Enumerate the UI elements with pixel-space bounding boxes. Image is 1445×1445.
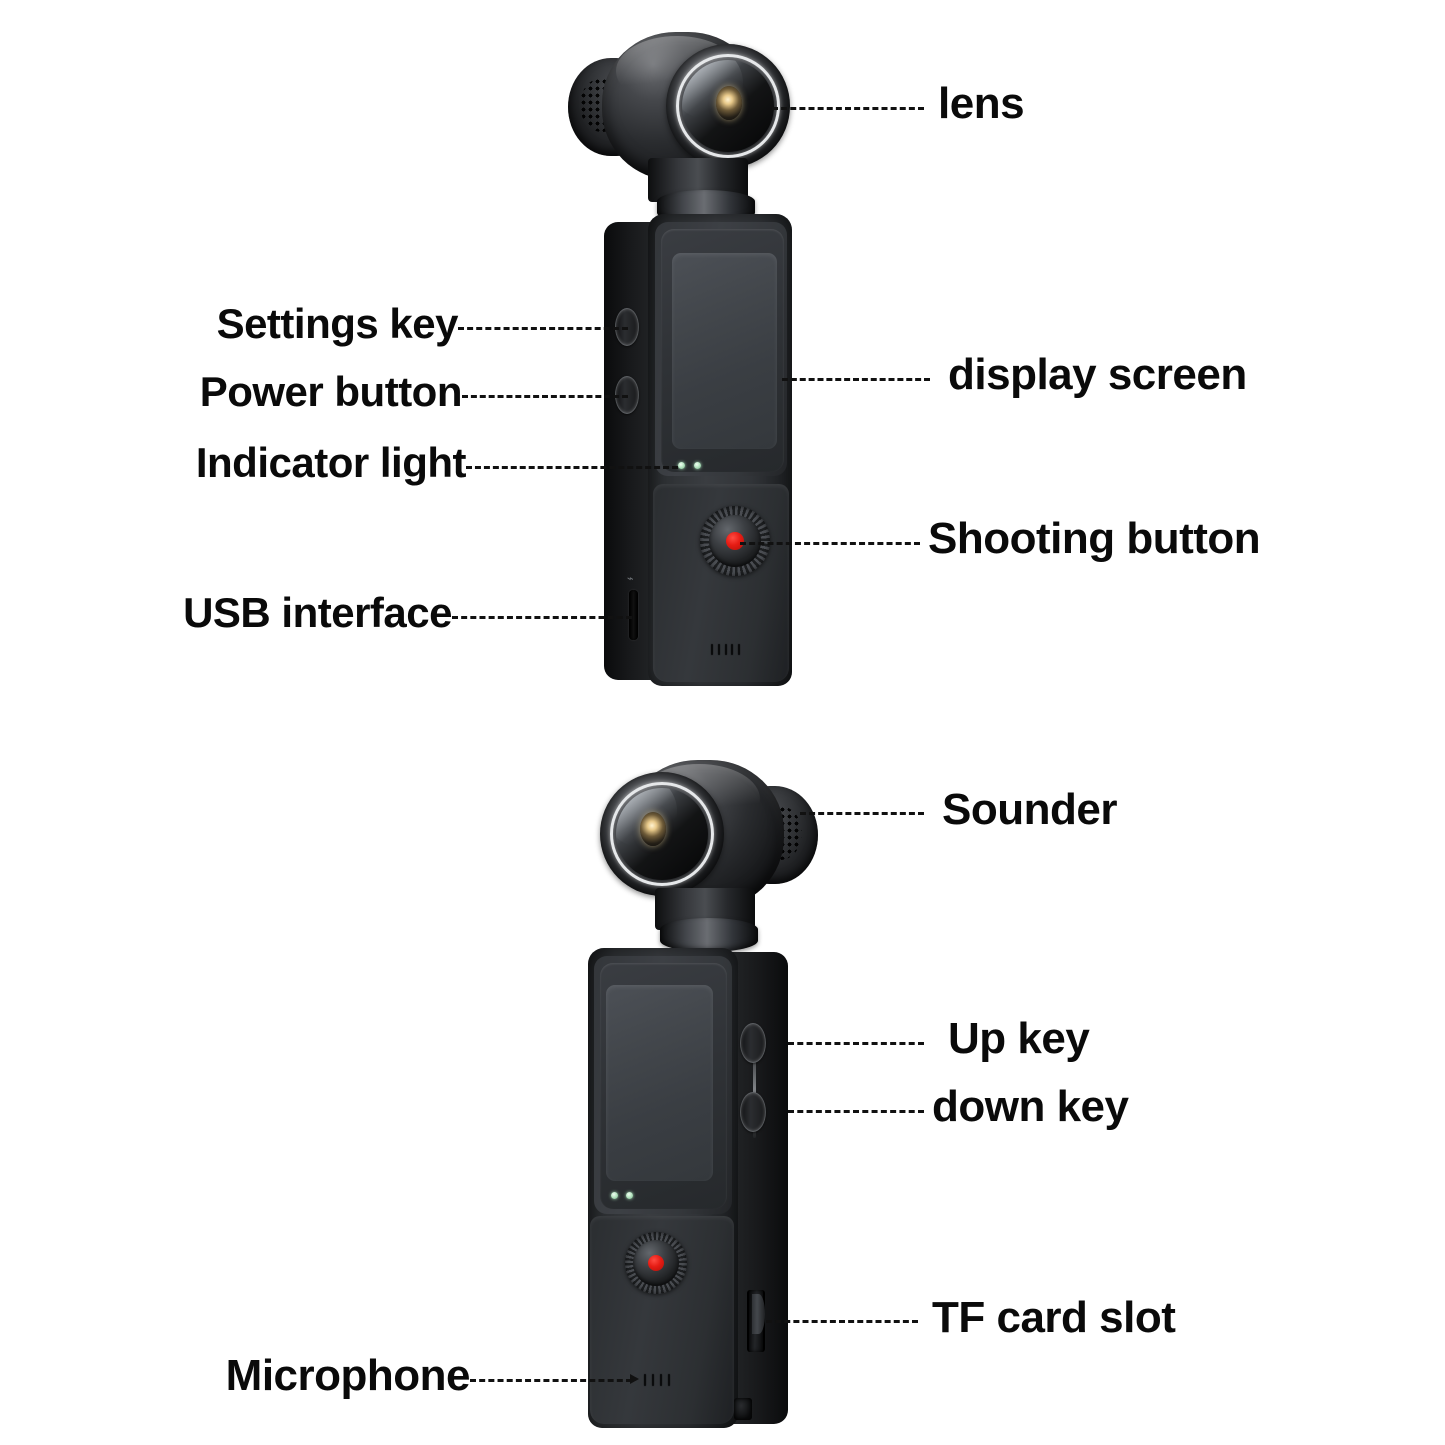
lens-aperture-rear — [640, 812, 666, 846]
indicator-light-rear-1 — [611, 1192, 618, 1199]
indicator-light-2 — [694, 462, 701, 469]
shooting-button[interactable] — [700, 506, 770, 576]
shooting-button-inner-rear — [633, 1240, 679, 1286]
record-dot-icon — [726, 532, 744, 550]
microphone-pointer-arrow-icon — [630, 1374, 639, 1384]
usb-interface[interactable] — [629, 590, 638, 640]
leader-indicator-light — [466, 466, 678, 469]
leader-tf-card-slot — [766, 1320, 918, 1323]
lens-trim-ring-rear — [610, 782, 714, 886]
lens-barrel-rear — [600, 772, 724, 896]
leader-settings-key — [458, 327, 628, 330]
leader-down-key — [788, 1110, 924, 1113]
lens-glass-rear — [616, 788, 708, 880]
label-microphone: Microphone — [225, 1351, 471, 1400]
lens-aperture — [716, 86, 742, 120]
leader-power-button — [462, 395, 628, 398]
indicator-light-rear-2 — [626, 1192, 633, 1199]
label-sounder: Sounder — [942, 785, 1117, 834]
label-lens: lens — [938, 79, 1025, 128]
label-shooting-button: Shooting button — [928, 514, 1261, 563]
label-display-screen: display screen — [948, 350, 1247, 399]
down-key[interactable] — [740, 1092, 766, 1132]
indicator-light-1 — [678, 462, 685, 469]
lens-trim-ring — [676, 54, 780, 158]
microphone-slot-array — [644, 1374, 670, 1386]
label-usb-interface: USB interface — [183, 589, 452, 636]
shooting-button-inner — [709, 515, 761, 567]
tripod-mount-hole — [734, 1398, 752, 1420]
label-indicator-light: Indicator light — [195, 439, 467, 486]
record-dot-icon-rear — [648, 1255, 664, 1271]
label-tf-card-slot: TF card slot — [932, 1293, 1176, 1342]
up-key[interactable] — [740, 1023, 766, 1063]
tf-card-flap — [752, 1294, 765, 1334]
shooting-button-rear[interactable] — [625, 1232, 687, 1294]
display-screen[interactable] — [672, 253, 777, 449]
leader-sounder — [800, 812, 924, 815]
label-settings-key: Settings key — [216, 300, 459, 347]
label-power-button: Power button — [199, 368, 463, 415]
leader-lens — [772, 107, 924, 110]
label-up-key: Up key — [948, 1014, 1090, 1063]
label-down-key: down key — [932, 1082, 1129, 1131]
leader-shooting-button — [740, 542, 920, 545]
gimbal-collar-rear — [660, 918, 758, 952]
usb-symbol-icon: ⌁ — [627, 573, 634, 585]
leader-usb-interface — [452, 616, 632, 619]
speaker-slot-array — [711, 644, 740, 655]
leader-microphone — [470, 1379, 632, 1382]
leader-up-key — [788, 1042, 924, 1045]
lens-barrel — [666, 44, 790, 168]
display-screen-rear[interactable] — [606, 985, 713, 1181]
button-rail — [753, 1040, 756, 1138]
leader-display-screen — [782, 378, 930, 381]
